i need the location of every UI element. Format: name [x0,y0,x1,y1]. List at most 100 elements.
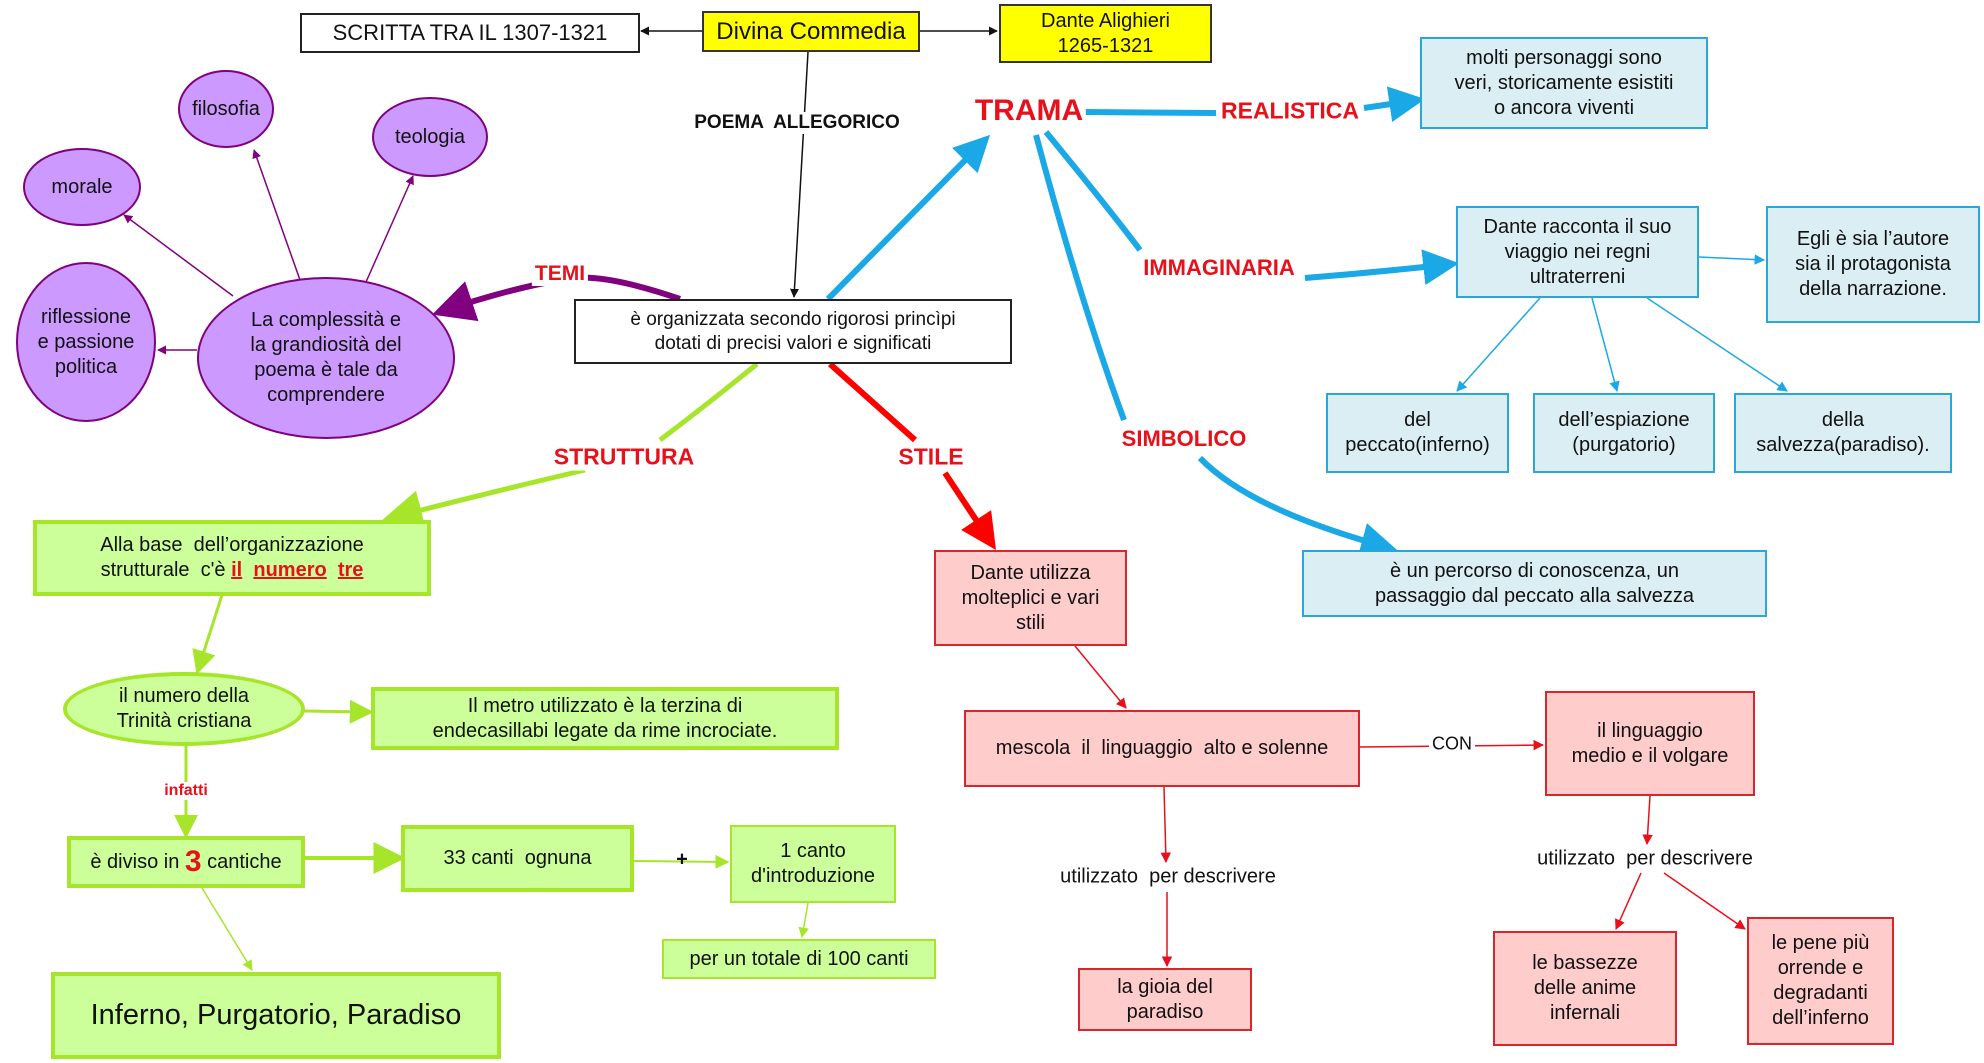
realistica-label: REALISTICA [1218,97,1362,125]
metro-box[interactable]: Il metro utilizzato è la terzina di ende… [371,687,839,750]
link-trama-immaginaria [1043,130,1143,252]
base-line2-prefix: strutturale c'è [100,559,232,581]
intro-box[interactable]: 1 canto d'introduzione [730,825,896,903]
trinita-text: il numero della Trinità cristiana [116,685,252,732]
base-hl-il: il [231,559,243,581]
link-canti-intro [633,854,730,869]
temi-riflessione[interactable]: riflessione e passione politica [16,262,156,422]
autore-text: Egli è sia l’autore sia il protagonista … [1795,228,1951,300]
mescola-box[interactable]: mescola il linguaggio alto e solenne [964,710,1360,787]
diviso-prefix: è diviso in [90,850,185,873]
link-temi-teologia [365,175,414,283]
link-center-struttura [658,362,759,442]
temi-filosofia[interactable]: filosofia [178,70,274,148]
link-struttura-base [382,467,586,530]
stile-main-text: Dante utilizza molteplici e vari stili [961,561,1100,634]
link-descr2-bassezze [1615,872,1642,930]
stile-main-box[interactable]: Dante utilizza molteplici e vari stili [934,550,1127,646]
author-name: Dante Alighieri [1041,9,1170,32]
diviso-box[interactable]: è diviso in 3 cantiche [67,836,305,888]
temi-label: TEMI [531,262,589,286]
cantiche-text: Inferno, Purgatorio, Paradiso [90,999,462,1032]
realistica-box[interactable]: molti personaggi sono veri, storicamente… [1420,37,1708,129]
base-hl-numero: numero [253,559,327,581]
autore-box[interactable]: Egli è sia l’autore sia il protagonista … [1766,206,1980,323]
gioia-text: la gioia del paradiso [1117,975,1213,1023]
medio-text: il linguaggio medio e il volgare [1571,719,1729,767]
trama-label: TRAMA [971,94,1087,128]
trinita-ellipse[interactable]: il numero della Trinità cristiana [63,672,305,746]
link-viaggio-espiazione [1591,297,1620,393]
regno-salvezza-box[interactable]: della salvezza(paradiso). [1734,393,1952,473]
mescola-text: mescola il linguaggio alto e solenne [995,737,1329,759]
link-trinita-metro [302,699,374,724]
link-intro-totale [798,902,809,939]
author-years: 1265-1321 [1057,34,1154,57]
medio-box[interactable]: il linguaggio medio e il volgare [1545,691,1755,796]
struttura-label: STRUTTURA [550,443,698,471]
totale-box[interactable]: per un totale di 100 canti [662,939,936,979]
temi-riflessione-text: riflessione e passione politica [37,305,135,378]
title-text: Divina Commedia [716,17,906,45]
link-base-trinita [192,594,224,675]
base-hl-tre: tre [337,559,364,581]
bassezze-text: le bassezze delle anime infernali [1532,952,1638,1024]
link-diviso-cantiche [201,887,253,971]
base-box[interactable]: Alla base dell’organizzazione struttural… [33,520,431,596]
temi-main-text: La complessità e la grandiosità del poem… [250,309,402,406]
cantiche-box[interactable]: Inferno, Purgatorio, Paradiso [51,972,501,1059]
intro-text: 1 canto d'introduzione [751,840,875,887]
stile-label: STILE [895,443,967,471]
bassezze-box[interactable]: le bassezze delle anime infernali [1493,931,1677,1046]
pene-box[interactable]: le pene più orrende e degradanti dell’in… [1747,917,1894,1045]
poema-allegorico-label: POEMA ALLEGORICO [691,112,903,134]
temi-morale[interactable]: morale [23,148,141,226]
link-immaginaria-viaggio [1304,249,1460,286]
temi-main-ellipse[interactable]: La complessità e la grandiosità del poem… [197,277,455,439]
percorso-text: è un percorso di conoscenza, un passaggi… [1374,559,1695,607]
link-center-stile [828,361,917,443]
link-trama-realistica [1083,109,1217,116]
descr1-label: utilizzato per descrivere [1057,865,1279,889]
realistica-text: molti personaggi sono veri, storicamente… [1454,46,1674,119]
metro-text: Il metro utilizzato è la terzina di ende… [432,694,778,742]
viaggio-box[interactable]: Dante racconta il suo viaggio nei regni … [1456,206,1699,298]
plus-label: + [676,848,688,871]
link-temi-morale [123,214,234,297]
regno-salvezza-text: della salvezza(paradiso). [1756,409,1930,456]
regno-peccato-box[interactable]: del peccato(inferno) [1326,393,1509,473]
link-stile-main [942,471,996,551]
simbolico-label: SIMBOLICO [1118,426,1250,452]
author-box[interactable]: Dante Alighieri 1265-1321 [999,4,1212,63]
title-box[interactable]: Divina Commedia [702,11,920,52]
gioia-box[interactable]: la gioia del paradiso [1078,968,1252,1031]
link-center-trama [825,134,991,302]
date-box[interactable]: SCRITTA TRA IL 1307-1321 [300,13,640,53]
regno-espiazione-box[interactable]: dell’espiazione (purgatorio) [1533,393,1715,473]
base-line2: strutturale c'è il numero tre [101,558,364,583]
regno-espiazione-text: dell’espiazione (purgatorio) [1558,409,1690,456]
link-title-center [789,51,809,298]
link-descr2-pene [1663,872,1746,930]
date-text: SCRITTA TRA IL 1307-1321 [332,20,608,46]
temi-morale-text: morale [51,175,113,198]
link-viaggio-peccato [1456,297,1541,392]
link-medio-descr2 [1642,795,1653,846]
link-mescola-descr1 [1160,786,1171,864]
canti-box[interactable]: 33 canti ognuna [401,825,634,892]
link-main-mescola [1074,645,1127,709]
diviso-suffix: cantiche [201,850,282,873]
pene-text: le pene più orrende e degradanti dell’in… [1771,932,1870,1029]
infatti-label: infatti [161,782,211,800]
center-box[interactable]: è organizzata secondo rigorosi princìpi … [574,299,1012,364]
link-simbolico-percorso [1197,455,1397,558]
link-viaggio-autore [1698,254,1766,265]
link-trama-simbolico [1033,134,1127,422]
percorso-box[interactable]: è un percorso di conoscenza, un passaggi… [1302,550,1767,617]
link-temi-filosofia [252,149,301,281]
viaggio-text: Dante racconta il suo viaggio nei regni … [1483,215,1672,288]
descr2-label: utilizzato per descrivere [1534,847,1756,871]
center-text: è organizzata secondo rigorosi princìpi … [630,308,956,354]
con-label: CON [1429,733,1475,755]
temi-teologia[interactable]: teologia [372,97,488,177]
